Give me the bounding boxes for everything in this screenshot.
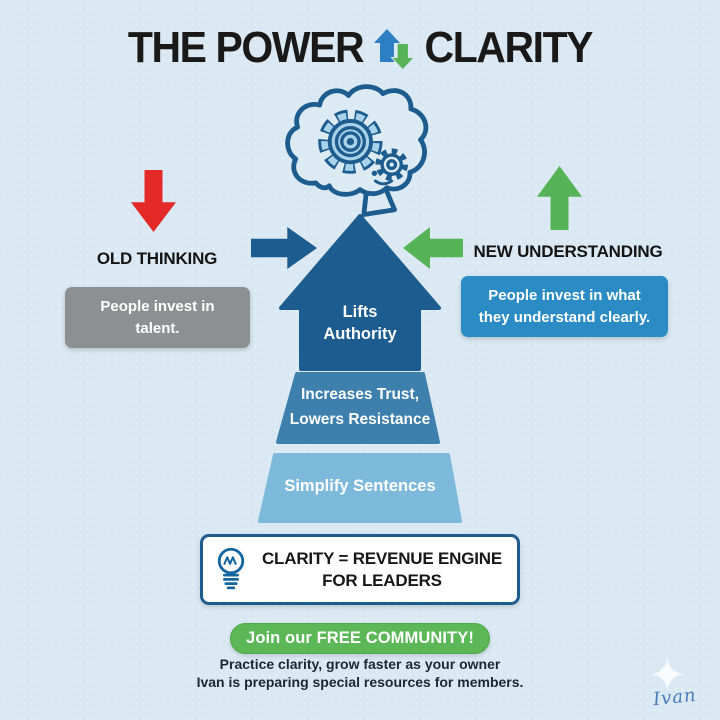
footer-line1: Practice clarity, grow faster as your ow…: [219, 656, 501, 672]
old-thinking-card-text: People invest in talent.: [100, 297, 215, 337]
clarity-pyramid: [258, 214, 462, 523]
pyramid-middle-shape: [276, 372, 440, 444]
footer-note: Practice clarity, grow faster as your ow…: [130, 655, 590, 691]
pyramid-top-label: Lifts Authority: [323, 303, 397, 343]
footer-line2: Ivan is preparing special resources for …: [196, 674, 524, 690]
pyramid-bottom-label: Simplify Sentences: [284, 477, 436, 495]
old-thinking-label: OLD THINKING: [96, 249, 218, 268]
lightbulb-icon: [217, 547, 245, 590]
pyramid-arrow-shape: [279, 214, 441, 371]
new-up-arrow-icon: [537, 166, 582, 230]
title-left: THE POWER: [127, 23, 365, 72]
gear-large-icon: [318, 109, 383, 174]
clarity-callout-text: CLARITY = REVENUE ENGINE FOR LEADERS: [261, 549, 502, 590]
title-right: CLARITY: [424, 23, 594, 72]
clarity-callout-box: CLARITY = REVENUE ENGINE FOR LEADERS: [200, 534, 520, 605]
gear-small-icon: [375, 148, 408, 181]
page-title: THE POWER CLARITY: [25, 22, 695, 74]
join-community-button[interactable]: Join our FREE COMMUNITY!: [230, 623, 490, 654]
up-down-arrows-icon: [374, 29, 416, 70]
brain-gears-icon: [285, 84, 429, 217]
old-down-arrow-icon: [131, 170, 176, 232]
pyramid-middle-label: Increases Trust, Lowers Resistance: [289, 386, 431, 429]
sparkle-star-icon: ✦: [648, 648, 687, 702]
new-understanding-card-text: People invest in what they understand cl…: [478, 286, 651, 326]
pyramid-bottom-shape: [258, 453, 462, 523]
old-thinking-card: People invest in talent.: [65, 287, 250, 348]
signature-name: Ivan: [652, 684, 698, 711]
new-understanding-card: People invest in what they understand cl…: [461, 276, 668, 337]
new-understanding-label: NEW UNDERSTANDING: [473, 242, 663, 261]
